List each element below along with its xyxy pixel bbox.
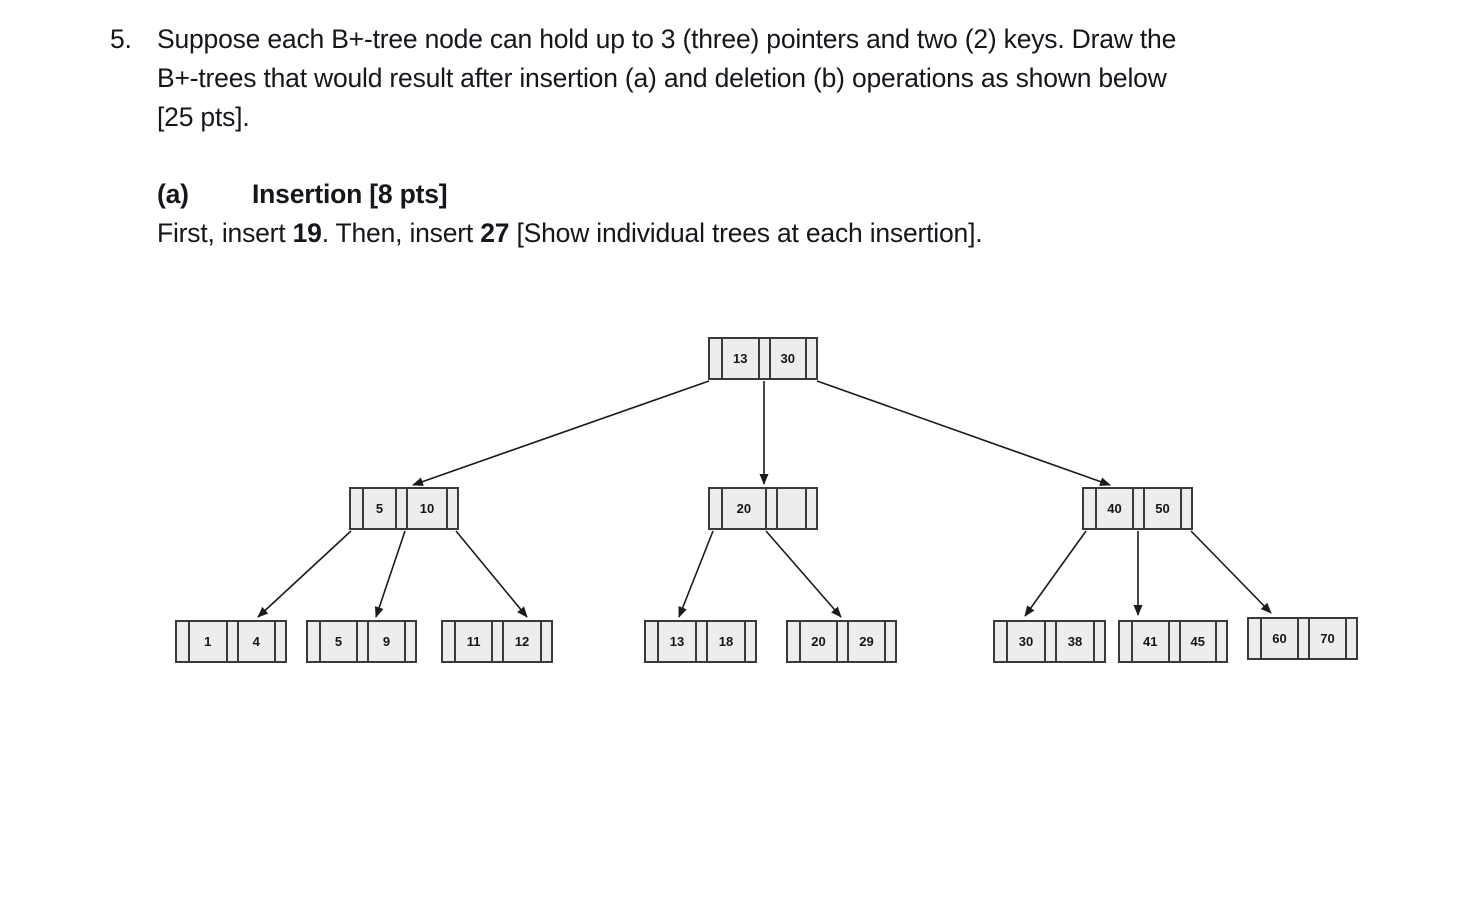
key-cell: 45 [1178,622,1216,661]
tree-node-internal-center: 20 [708,487,818,530]
instruction-segment: 19 [292,218,322,248]
instruction-segment: [Show individual trees at each insertion… [509,218,983,248]
pointer-cell [274,622,285,661]
pointer-cell [225,622,237,661]
pointer-cell [351,489,362,528]
pointer-cell [1120,622,1131,661]
key-cell: 11 [454,622,491,661]
pointer-cell [836,622,847,661]
key-cell: 9 [367,622,404,661]
part-a-instruction: First, insert 19. Then, insert 27 [Show … [157,214,983,253]
pointer-cell [710,489,721,528]
tree-node-leaf-30-38: 30 38 [993,620,1106,663]
pointer-cell [491,622,502,661]
pointer-cell [1044,622,1055,661]
key-cell: 20 [721,489,765,528]
edge-internal-right-to-leaf-60-70 [1190,530,1272,614]
key-cell: 5 [319,622,356,661]
edge-internal-center-to-leaf-20-29 [765,530,842,618]
pointer-cell [995,622,1006,661]
key-cell: 50 [1143,489,1180,528]
pointer-cell [805,339,816,378]
question-line-3: [25 pts]. [157,102,250,132]
part-a-title: Insertion [8 pts] [252,179,448,209]
key-cell: 20 [799,622,836,661]
tree-node-root: 13 30 [708,337,818,380]
instruction-segment: . Then, insert [321,218,481,248]
part-a-label: (a) [157,179,189,209]
key-cell: 4 [236,622,275,661]
pointer-cell [1167,622,1179,661]
pointer-cell [1132,489,1143,528]
pointer-cell [443,622,454,661]
pointer-cell [404,622,415,661]
question-text: Suppose each B+-tree node can hold up to… [157,20,1176,137]
tree-node-internal-left: 5 10 [349,487,459,530]
key-cell: 30 [1006,622,1044,661]
pointer-cell [744,622,755,661]
question-line-2: B+-trees that would result after inserti… [157,63,1167,93]
edge-internal-left-to-leaf-5-9 [374,530,406,618]
key-cell: 29 [847,622,884,661]
key-cell: 13 [657,622,695,661]
edge-internal-left-to-leaf-1-4 [257,530,352,618]
edge-internal-left-to-leaf-11-12 [455,530,528,618]
tree-node-leaf-13-18: 13 18 [644,620,757,663]
tree-node-internal-right: 40 50 [1082,487,1193,530]
pointer-cell [1093,622,1104,661]
question-number: 5. [110,24,132,54]
key-cell: 30 [768,339,806,378]
tree-node-leaf-41-45: 41 45 [1118,620,1228,663]
key-cell: 40 [1095,489,1132,528]
pointer-cell [1215,622,1226,661]
pointer-cell [646,622,657,661]
edge-internal-right-to-leaf-30-38 [1024,530,1087,617]
instruction-segment: 27 [480,218,510,248]
pointer-cell [757,339,769,378]
key-cell: 60 [1260,619,1297,658]
key-cell: 1 [188,622,226,661]
key-cell: 10 [405,489,446,528]
pointer-cell [1345,619,1356,658]
pointer-cell [710,339,721,378]
key-cell: 12 [502,622,540,661]
tree-node-leaf-11-12: 11 12 [441,620,553,663]
pointer-cell [788,622,799,661]
pointer-cell [1180,489,1191,528]
edge-internal-center-to-leaf-13-18 [678,530,714,618]
pointer-cell [695,622,706,661]
pointer-cell [1084,489,1095,528]
key-cell: 13 [721,339,758,378]
part-a-heading: (a) Insertion [8 pts] [157,175,448,214]
key-cell: 41 [1131,622,1168,661]
pointer-cell [540,622,551,661]
key-cell: 38 [1055,622,1093,661]
pointer-cell [884,622,895,661]
key-cell: 70 [1308,619,1345,658]
pointer-cell [308,622,319,661]
instruction-segment: First, insert [157,218,293,248]
key-cell [775,489,805,528]
key-cell: 18 [706,622,744,661]
pointer-cell [394,489,406,528]
pointer-cell [356,622,367,661]
pointer-cell [1297,619,1308,658]
edge-root-to-internal-left [412,380,710,486]
key-cell: 5 [362,489,395,528]
edge-root-to-internal-right [816,380,1111,486]
pointer-cell [177,622,188,661]
pointer-cell [1249,619,1260,658]
tree-node-leaf-60-70: 60 70 [1247,617,1358,660]
pointer-cell [764,489,776,528]
question-line-1: Suppose each B+-tree node can hold up to… [157,24,1177,54]
pointer-cell [805,489,816,528]
pointer-cell [446,489,457,528]
